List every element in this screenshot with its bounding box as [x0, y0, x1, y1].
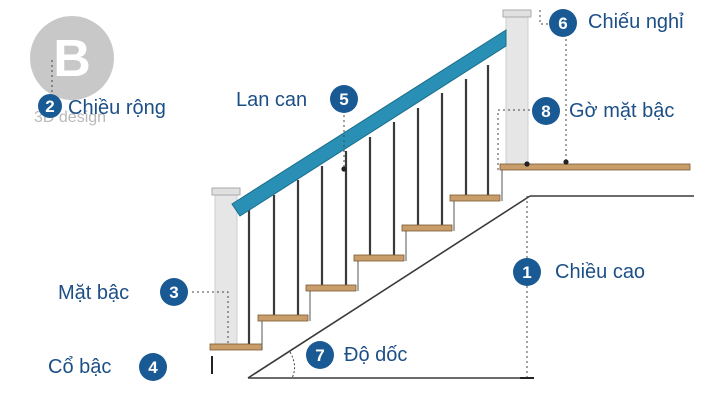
- treads: [209, 163, 691, 351]
- label-text: Chiều cao: [555, 261, 645, 283]
- badge-number: 5: [339, 90, 348, 109]
- tread: [449, 194, 501, 202]
- upper-newel-post: [505, 14, 529, 166]
- badge-number: 7: [315, 346, 324, 365]
- upper-newel-cap: [502, 9, 532, 18]
- label-text: Cổ bậc: [48, 356, 111, 378]
- badge-number: 4: [148, 358, 158, 377]
- label-go-mat-bac: 8 Gờ mặt bậc: [532, 97, 674, 125]
- label-text: Mặt bậc: [58, 282, 129, 304]
- balusters: [247, 65, 490, 344]
- label-text: Lan can: [236, 89, 307, 111]
- label-text: Độ dốc: [344, 344, 407, 366]
- badge-number: 6: [558, 14, 567, 33]
- label-text: Chiếu nghỉ: [588, 11, 684, 33]
- label-co-bac: 4 Cổ bậc: [48, 353, 167, 381]
- tread: [257, 314, 309, 322]
- badge-number: 1: [522, 263, 531, 282]
- label-text: Gờ mặt bậc: [569, 100, 674, 122]
- lower-newel-cap: [211, 187, 241, 196]
- badge: [549, 9, 577, 37]
- leader-mat-bac: [192, 291, 229, 344]
- lower-newel-post: [214, 192, 238, 347]
- label-text: Chiều rộng: [68, 97, 166, 119]
- leader-lines: [51, 10, 567, 378]
- label-lan-can: 5 Lan can: [236, 85, 358, 113]
- logo-mark: B: [53, 30, 91, 88]
- label-do-doc: 7 Độ dốc: [306, 341, 407, 369]
- landing: [499, 163, 691, 171]
- handrail: [231, 29, 507, 217]
- tread: [353, 254, 405, 262]
- badge: [532, 97, 560, 125]
- slope-line: [247, 195, 531, 379]
- badge: [330, 85, 358, 113]
- badge: [513, 258, 541, 286]
- badge: [38, 94, 62, 118]
- tread: [401, 224, 453, 232]
- badge: [306, 341, 334, 369]
- label-mat-bac: 3 Mặt bậc: [58, 278, 188, 306]
- marker-dot: [524, 161, 530, 167]
- marker-dot: [341, 166, 347, 172]
- stair-outline: [247, 195, 694, 379]
- leader-go-mat-bac: [497, 109, 535, 170]
- slope-angle-arc: [289, 351, 296, 379]
- badge-number: 3: [169, 283, 178, 302]
- label-chieu-nghi: 6 Chiếu nghỉ: [549, 9, 684, 37]
- label-chieu-rong: 2 Chiều rộng: [38, 94, 166, 119]
- tread: [305, 284, 357, 292]
- logo-circle: [30, 16, 114, 100]
- badge-number: 2: [45, 97, 54, 116]
- badge-number: 8: [541, 102, 550, 121]
- tread: [209, 343, 263, 351]
- label-chieu-cao: 1 Chiều cao: [513, 258, 645, 286]
- leader-chieu-nghi: [539, 10, 548, 25]
- badge: [139, 353, 167, 381]
- marker-dot: [563, 159, 569, 165]
- badge: [160, 278, 188, 306]
